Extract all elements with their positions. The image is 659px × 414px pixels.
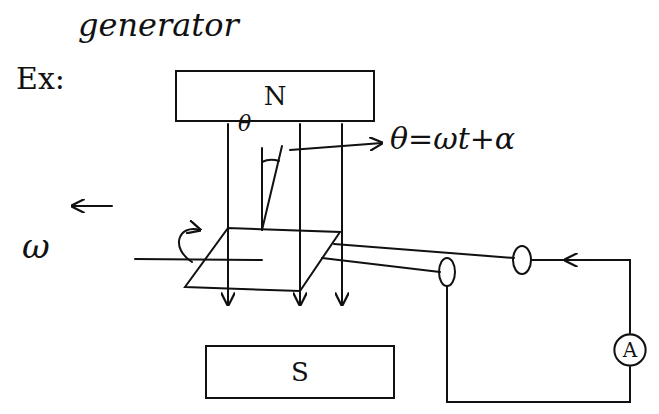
title-word: generator [78, 8, 239, 43]
angle-equation: θ=ωt+α [390, 122, 515, 155]
ammeter-symbol: A [613, 333, 647, 367]
slip-ring [513, 246, 531, 274]
omega-arrow [72, 205, 112, 207]
current-arrow [565, 259, 585, 261]
angle-symbol: θ [238, 112, 251, 136]
circuit-wire [531, 260, 630, 333]
coil-leads [322, 244, 514, 272]
meter-letter: A [623, 339, 637, 361]
angular-speed: ω [22, 228, 50, 265]
magnet-pole: N [175, 70, 375, 122]
example-tag: Ex: [16, 62, 65, 95]
pole-letter: S [291, 358, 309, 387]
pole-letter: N [264, 82, 287, 111]
axle [135, 259, 262, 260]
slip-ring [439, 258, 455, 286]
circuit-wire [447, 286, 630, 402]
angle-mark [262, 146, 282, 230]
magnet-pole: S [205, 345, 395, 399]
field-lines [228, 124, 342, 305]
leader-arrow [290, 143, 382, 150]
rotation-arrow [179, 229, 200, 262]
